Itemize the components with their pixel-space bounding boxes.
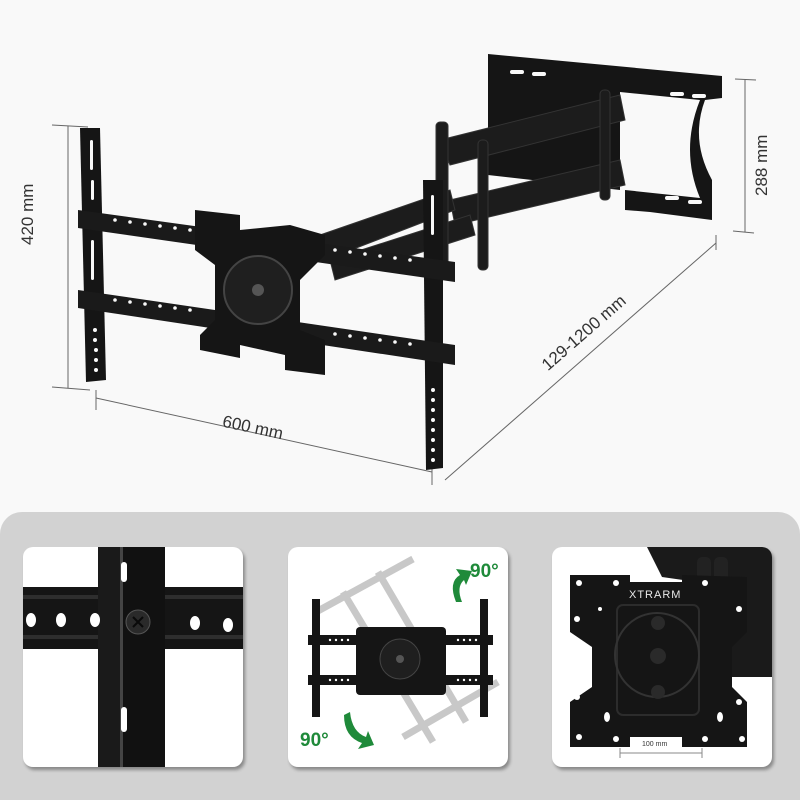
bracket-closeup-card [23, 547, 243, 767]
tv-mount-illustration [51, 54, 757, 485]
brand-logo: XTRARM [629, 589, 682, 601]
bracket-closeup-illustration [23, 547, 243, 767]
dimension-wall-plate-label: 288 mm [752, 134, 771, 196]
rotation-illustration [308, 555, 500, 749]
rotate-counterclockwise-arrow-icon [452, 569, 472, 602]
rotate-clockwise-arrow-icon [344, 712, 374, 749]
rotate-top-label: 90° [470, 561, 499, 582]
vesa-plate-illustration [570, 547, 772, 758]
dimension-height-label: 420 mm [18, 183, 37, 245]
rotation-card: 90° 90° [288, 547, 508, 767]
vesa-plate-card: XTRARM 100 mm [552, 547, 772, 767]
vesa-dimension-label: 100 mm [642, 741, 668, 748]
rotate-bottom-label: 90° [300, 730, 329, 751]
detail-panel: 90° 90° [0, 512, 800, 800]
hero-product-image: 420 mm 600 mm 129-1200 mm 288 mm [18, 54, 771, 485]
